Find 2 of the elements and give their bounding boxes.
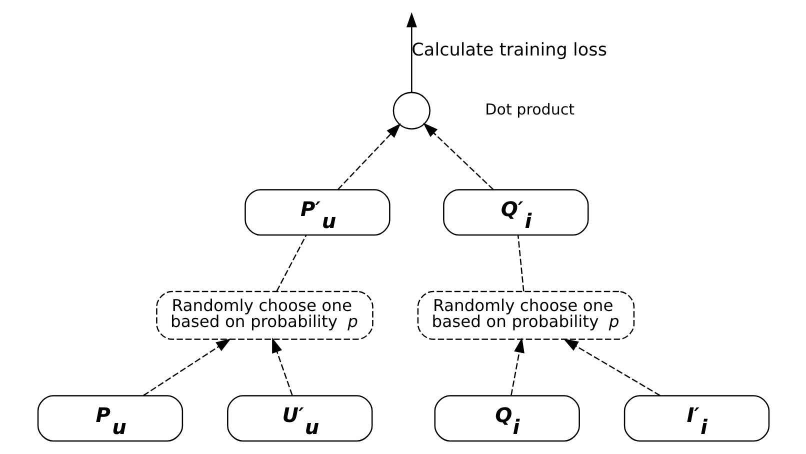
node-label: Dot product — [484, 100, 574, 119]
edge-label: Calculate training loss — [411, 40, 606, 61]
